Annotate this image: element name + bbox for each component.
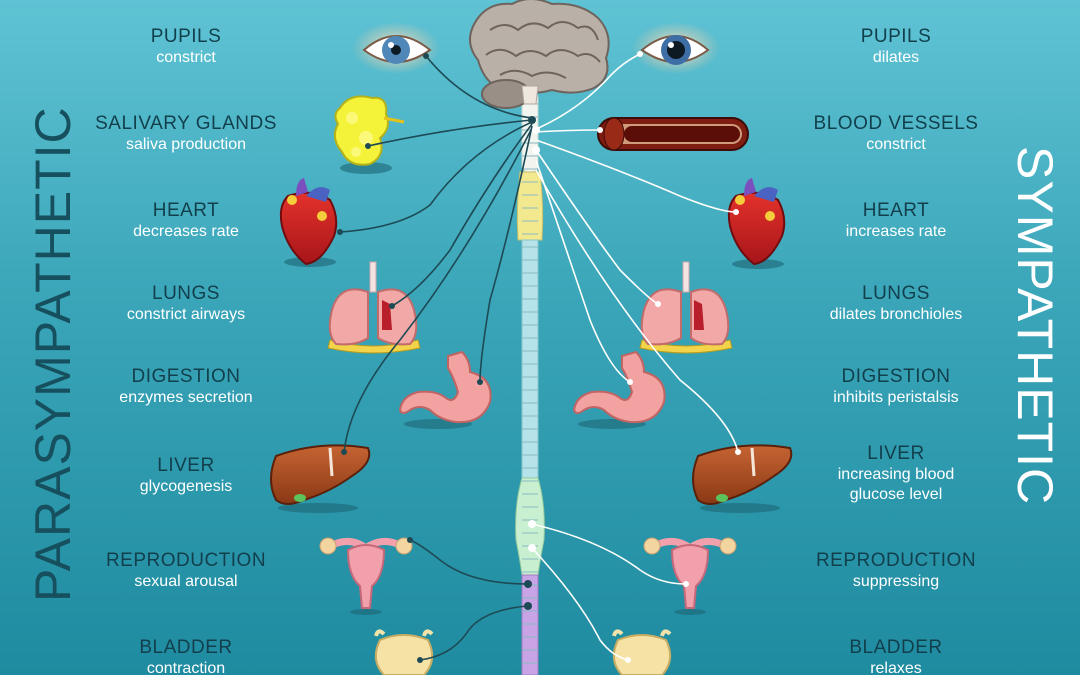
organ-effect: decreases rate [133, 223, 239, 240]
organ-name: REPRODUCTION [105, 550, 267, 571]
organ-name: DIGESTION [841, 366, 951, 387]
liver-icon [270, 444, 371, 513]
lungs-icon [327, 261, 421, 354]
label-symp-bladder: BLADDER relaxes [786, 637, 1006, 675]
label-para-digestion: DIGESTION enzymes secretion [76, 366, 296, 408]
organ-effect: saliva production [125, 136, 247, 153]
liver-icon [692, 444, 793, 513]
heart-icon [727, 178, 786, 269]
organ-name: LIVER [157, 455, 215, 476]
organ-name: LIVER [867, 443, 925, 464]
label-para-liver: LIVER glycogenesis [76, 455, 296, 497]
organ-effect: constrict [156, 49, 216, 66]
parasympathetic-nerves [339, 55, 533, 661]
label-para-pupils: PUPILS constrict [76, 26, 296, 68]
organ-effect: suppressing [852, 573, 940, 590]
parasympathetic-nerve-endings [337, 53, 536, 663]
organ-name: PUPILS [860, 26, 932, 47]
organ-effect: enzymes secretion [119, 389, 253, 406]
brain-icon [469, 0, 610, 109]
label-para-reproduction: REPRODUCTION sexual arousal [76, 550, 296, 592]
organ-name: HEART [152, 200, 220, 221]
organ-name: HEART [862, 200, 930, 221]
bladder-icon [612, 629, 672, 675]
label-para-bladder: BLADDER contraction [76, 637, 296, 675]
label-symp-reproduction: REPRODUCTION suppressing [786, 550, 1006, 592]
stomach-icon [572, 350, 666, 429]
organ-name: LUNGS [152, 283, 220, 304]
uterus-icon [643, 537, 737, 615]
spinal-cord-icon [515, 91, 545, 675]
bladder-icon [374, 629, 434, 675]
sympathetic-nerve-endings [528, 51, 741, 663]
organ-effect: sexual arousal [134, 573, 238, 590]
label-symp-lungs: LUNGS dilates bronchioles [786, 283, 1006, 325]
organ-effect: dilates bronchioles [829, 306, 963, 323]
organ-name: SALIVARY GLANDS [95, 113, 277, 134]
organ-effect: contraction [146, 660, 226, 675]
uterus-icon [319, 537, 413, 615]
label-symp-heart: HEART increases rate [786, 200, 1006, 242]
organ-name: LUNGS [862, 283, 930, 304]
organ-name: BLOOD VESSELS [813, 113, 979, 134]
organ-name: BLADDER [139, 637, 233, 658]
organ-effect: inhibits peristalsis [833, 389, 959, 406]
organ-effect: constrict airways [126, 306, 246, 323]
eye-icon [632, 22, 720, 74]
heart-icon [279, 178, 338, 267]
organ-effect: increases rate [845, 223, 947, 240]
label-para-heart: HEART decreases rate [76, 200, 296, 242]
label-symp-digestion: DIGESTION inhibits peristalsis [786, 366, 1006, 408]
organ-name: REPRODUCTION [815, 550, 977, 571]
organ-effect: increasing blood glucose level [837, 466, 955, 503]
sympathetic-nerves [531, 53, 739, 661]
organ-name: DIGESTION [131, 366, 241, 387]
label-symp-pupils: PUPILS dilates [786, 26, 1006, 68]
sympathetic-title: SYMPATHETIC [1007, 146, 1063, 506]
organ-effect: dilates [872, 49, 920, 66]
label-symp-liver: LIVER increasing blood glucose level [786, 443, 1006, 505]
organ-effect: constrict [866, 136, 926, 153]
stomach-icon [398, 350, 492, 429]
organ-name: PUPILS [150, 26, 222, 47]
label-para-lungs: LUNGS constrict airways [76, 283, 296, 325]
eye-icon [352, 22, 440, 74]
lungs-icon [639, 261, 733, 354]
blood-vessel-icon [597, 117, 749, 151]
salivary-gland-icon [333, 95, 405, 174]
label-para-salivary-glands: SALIVARY GLANDS saliva production [76, 113, 296, 155]
organ-effect: glycogenesis [139, 478, 233, 495]
label-symp-blood-vessels: BLOOD VESSELS constrict [786, 113, 1006, 155]
organ-name: BLADDER [849, 637, 943, 658]
organ-effect: relaxes [870, 660, 922, 675]
